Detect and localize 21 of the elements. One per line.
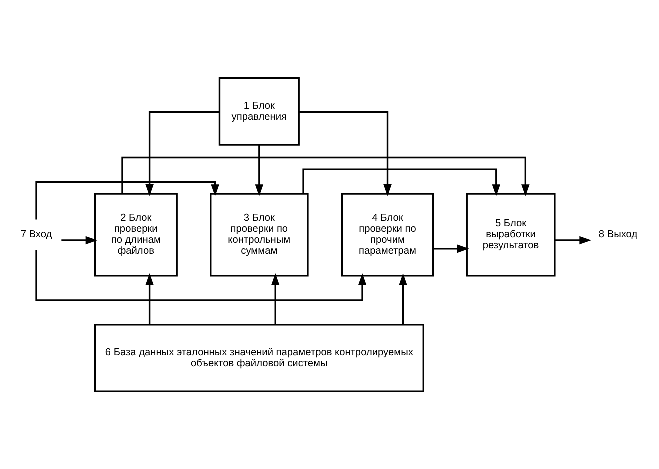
arrow xyxy=(146,273,154,324)
node-box: 2 Блок проверки по длинам файлов xyxy=(94,192,178,276)
node-box: 3 Блок проверки по контрольным суммам xyxy=(210,192,309,276)
arrow xyxy=(302,168,501,196)
node-box: 6 База данных эталонных значений параметров контролируемых объектов файловой системы xyxy=(94,324,424,392)
node-box: 1 Блок управления xyxy=(218,77,300,146)
arrow xyxy=(36,180,220,220)
arrow xyxy=(255,144,264,196)
node-box: 5 Блок выработки результатов xyxy=(466,192,556,276)
arrow xyxy=(299,110,392,196)
arrow xyxy=(122,156,530,196)
arrow xyxy=(554,236,592,244)
arrow xyxy=(62,236,98,244)
arrow xyxy=(434,244,470,253)
node-text: 8 Выход xyxy=(598,229,638,240)
node-box: 4 Блок проверки по прочим параметрам xyxy=(341,192,434,276)
arrow xyxy=(399,273,408,324)
node-text: 7 Вход xyxy=(20,229,52,240)
arrow xyxy=(271,273,280,324)
arrow xyxy=(146,110,220,196)
arrow xyxy=(36,250,367,301)
